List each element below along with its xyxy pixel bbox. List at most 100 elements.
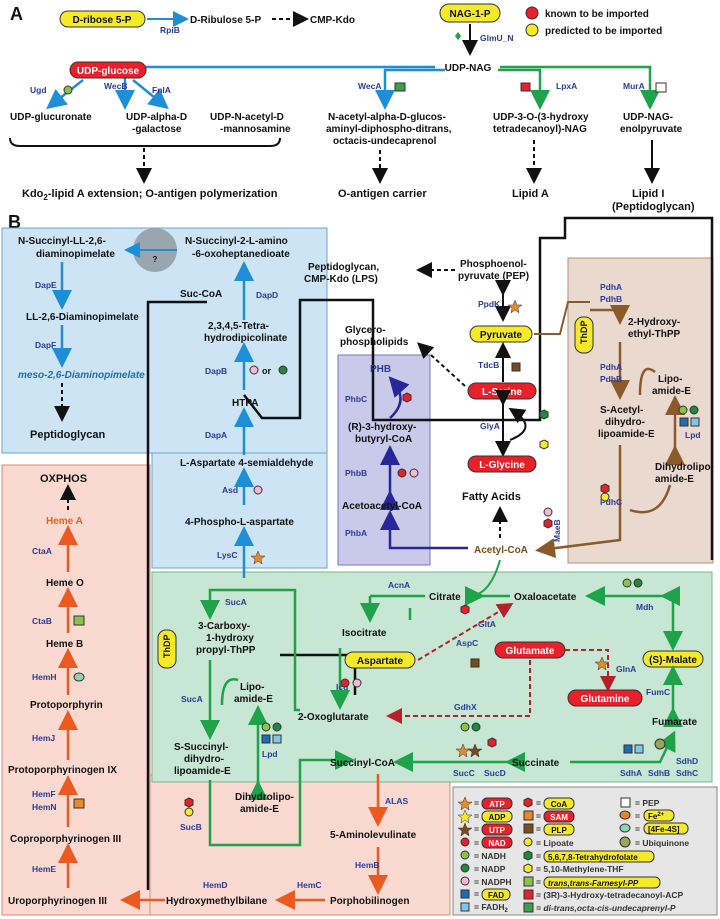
heme-box: [1, 464, 151, 916]
oxphos-node: OXPHOS: [40, 473, 87, 485]
tetra-l2: hydrodipicolinate: [204, 333, 288, 344]
legend-eq11: =: [635, 811, 640, 821]
weca-label: WecA: [358, 81, 381, 91]
succam-l2: -6-oxoheptanedioate: [192, 249, 290, 260]
acetylcoa-node: Acetyl-CoA: [474, 545, 528, 556]
ppdk-label: PpdK: [478, 299, 501, 309]
thdp-tca: ThDP: [162, 635, 172, 659]
fumc-label: FumC: [646, 687, 670, 697]
udpnag-node: UDP-NAG: [445, 63, 492, 74]
galactose-l2: -galactose: [132, 124, 182, 135]
legend-eq8: =: [536, 824, 541, 834]
ala-node: 5-Aminolevulinate: [330, 830, 417, 841]
meso-node: meso-2,6-Diaminopimelate: [18, 370, 145, 381]
sucb-label: SucB: [180, 822, 202, 832]
legend-eq10: =: [536, 877, 541, 887]
ribulose-node: D-Ribulose 5-P: [190, 15, 261, 26]
acac-node: Acetoacetyl-CoA: [342, 501, 422, 512]
lipidi-l1: Lipid I: [632, 188, 664, 200]
oantigen-node: O-antigen carrier: [338, 188, 427, 200]
wecb-label: WecB: [104, 81, 127, 91]
pdha1-label: PdhA: [600, 282, 622, 292]
lpxa-label: LpxA: [556, 81, 577, 91]
legend-utp: UTP: [489, 826, 506, 835]
legend-undec: = di-trans,octa-cis-undecaprenyl-P: [536, 903, 676, 913]
oaa-node: Oxaloacetate: [514, 592, 577, 603]
lipo-tca-l1: Lipo-: [240, 682, 264, 693]
phbc-label: PhbC: [345, 394, 367, 404]
lpd-tca-label: Lpd: [262, 749, 278, 759]
lipo-tca-l2: amide-E: [234, 694, 273, 705]
icd-label: Icd: [336, 682, 348, 692]
fatty-acids-node: Fatty Acids: [462, 491, 521, 503]
legend-ubiq: = Ubiquinone: [635, 838, 689, 848]
pbg-node: Porphobilinogen: [330, 896, 409, 907]
glycero-l1: Glycero-: [345, 325, 386, 336]
udpglucose-node: UDP-glucose: [77, 66, 140, 77]
glutamate-node: Glutamate: [506, 646, 555, 657]
fnla-label: FnlA: [152, 85, 171, 95]
sacetyl-l1: S-Acetyl-: [600, 405, 643, 416]
dhl-tca-l2: amide-E: [240, 804, 279, 815]
mdh-label: Mdh: [636, 602, 653, 612]
pyruvate-node: Pyruvate: [480, 330, 523, 341]
panel-a-label: A: [10, 4, 23, 24]
cbx-l1: 3-Carboxy-: [198, 621, 250, 632]
legend-atp: ATP: [489, 800, 505, 809]
legend: = ATP = ADP = UTP = NAD = NADH = NADP = …: [457, 796, 689, 914]
legend-plp: PLP: [551, 826, 567, 835]
legend-fes: [4Fe-4S]: [648, 825, 680, 834]
pasp-node: 4-Phospho-L-aspartate: [185, 517, 294, 528]
htpa-node: HTPA: [232, 398, 258, 409]
pgcmp-l2: CMP-Kdo (LPS): [304, 274, 378, 285]
ssc-l3: lipoamide-E: [174, 766, 231, 777]
aspc-label: AspC: [456, 638, 478, 648]
diphospho-l3: octacis-undecaprenol: [333, 136, 437, 147]
lpd-pdh-label: Lpd: [685, 430, 701, 440]
suca2-label: SucA: [181, 694, 203, 704]
sacetyl-l3: lipoamide-E: [598, 429, 655, 440]
ribose-node: D-ribose 5-P: [73, 15, 132, 26]
legend-eq12: =: [635, 824, 640, 834]
pep-l1: Phosphoenol-: [460, 259, 527, 270]
succoa-tca-node: Succinyl-CoA: [330, 758, 395, 769]
unknown-step: ?: [153, 255, 158, 264]
acna-label: AcnA: [388, 580, 410, 590]
kdo-text: Kdo2-lipid A extension; O-antigen polyme…: [22, 188, 278, 202]
hemj-label: HemJ: [32, 733, 55, 743]
serine-node: L-Serine: [482, 387, 522, 398]
legend-lipoate: = Lipoate: [536, 838, 574, 848]
sacetyl-l2: dihydro-: [605, 417, 645, 428]
pdhb2-label: PdhB: [600, 374, 622, 384]
panel-b-label: B: [8, 212, 21, 232]
malate-node: (S)-Malate: [649, 655, 697, 666]
maeb-label: MaeB: [552, 519, 562, 542]
glya-label: GlyA: [480, 421, 500, 431]
heme-e-label: HemE: [32, 864, 56, 874]
glutamine-node: Glutamine: [581, 694, 630, 705]
succinate-node: Succinate: [512, 758, 560, 769]
lysc-label: LysC: [217, 550, 237, 560]
glmu-label: GlmU_N: [480, 33, 514, 43]
hemh-label: HemH: [32, 672, 57, 682]
lipidi-l2: (Peptidoglycan): [612, 201, 695, 213]
ll26-node: LL-2,6-Diaminopimelate: [26, 312, 139, 323]
dhl-pdh-l1: Dihydrolipo-: [655, 462, 714, 473]
legend-fad: FAD: [488, 891, 504, 900]
legend-eq2: =: [474, 811, 479, 821]
ssc-l2: dihydro-: [184, 754, 224, 765]
fumarate-node: Fumarate: [652, 717, 697, 728]
enolpyruvate-l2: enolpyruvate: [620, 124, 683, 135]
legend-acp: = (3R)-3-Hydroxy-tetradecanoyl-ACP: [536, 890, 683, 900]
udp3o-l2: tetradecanoyl)-NAG: [493, 124, 587, 135]
pdha2-label: PdhA: [600, 362, 622, 372]
dhl-pdh-l2: amide-E: [655, 474, 694, 485]
ctab-label: CtaB: [32, 616, 52, 626]
tca-box: [151, 571, 713, 783]
hemeb-node: Heme B: [46, 639, 83, 650]
legend-eq9: =: [536, 851, 541, 861]
phb-node: PHB: [370, 364, 391, 375]
sdhd-label: SdhD: [676, 756, 698, 766]
ssc-l1: S-Succinyl-: [174, 742, 228, 753]
legend-thf: 5,6,7,8-Tetrahydrofolate: [548, 853, 638, 862]
